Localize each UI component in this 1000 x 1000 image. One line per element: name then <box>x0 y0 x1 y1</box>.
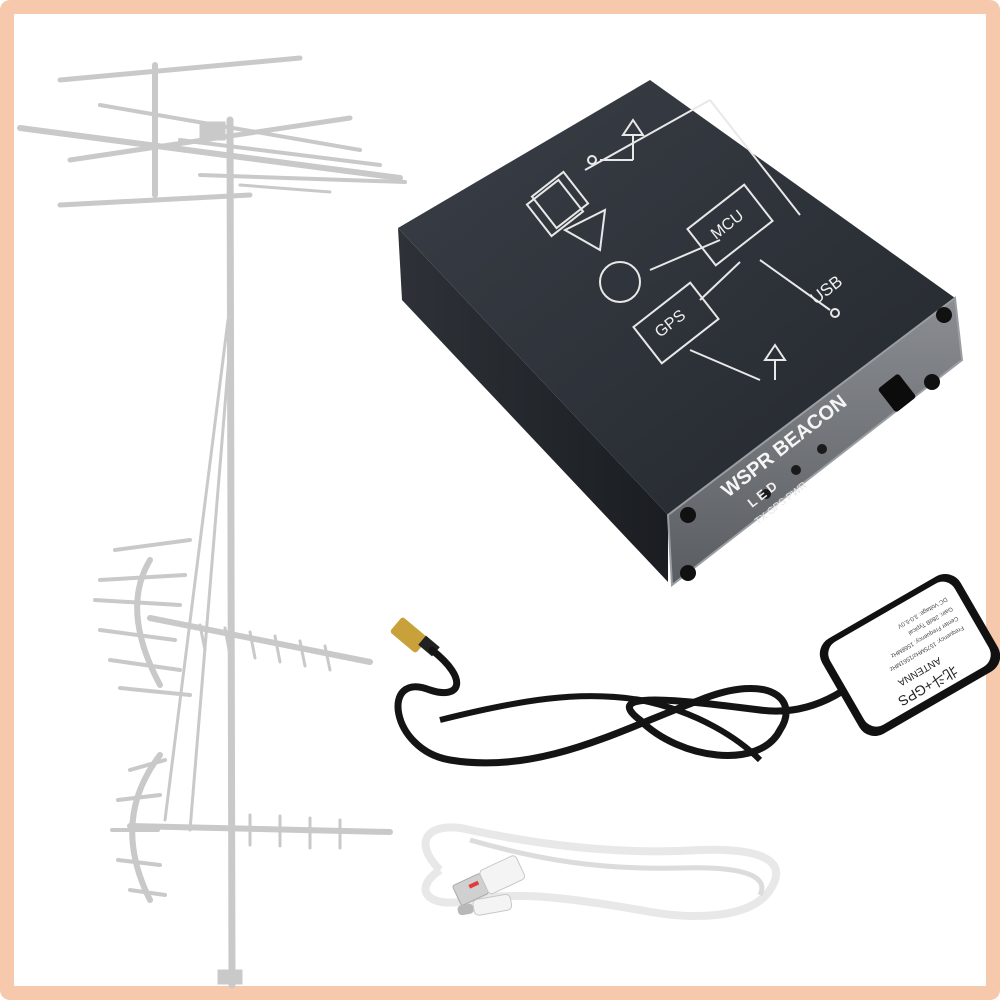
tv-antenna <box>17 55 407 989</box>
block-diagram <box>525 99 840 381</box>
usb-cable <box>421 823 780 920</box>
wspr-beacon-box: MCU GPS USB WSPR BEACON L E D TX GPS PWR <box>398 80 964 587</box>
usb-c-plug <box>457 893 513 916</box>
black-cable <box>394 646 884 767</box>
gps-antenna: 北斗+GPS ANTENNA Frequency: 1575MHz/1561MH… <box>390 573 1000 767</box>
usb-a-plug <box>452 855 526 906</box>
